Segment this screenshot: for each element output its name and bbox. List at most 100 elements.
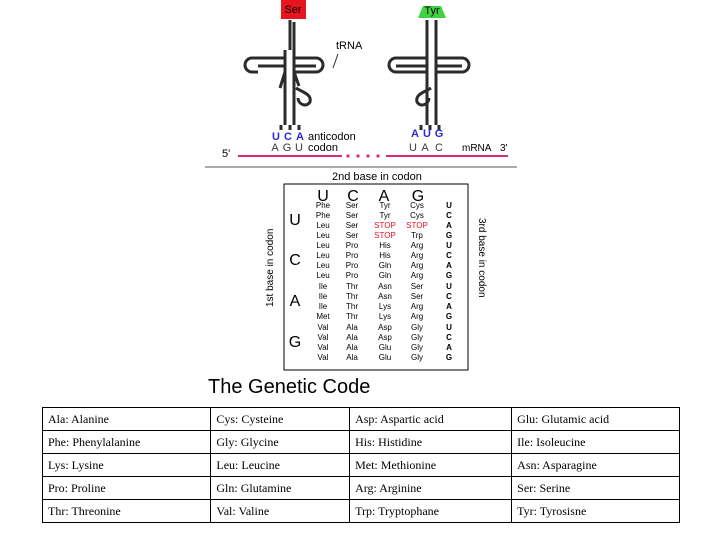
mrna-ellipsis [346,154,380,158]
amino-acid-cell: Gln [379,271,391,280]
second-base-header: U [317,188,329,205]
amino-acid-cell: Ser [346,201,359,210]
amino-acid-cell: Gly [411,343,423,352]
right-anticodon-base: A [411,128,419,140]
first-base-header: C [289,252,301,269]
glossary-cell: Phe: Phenylalanine [41,430,212,454]
first-base-header: G [289,334,301,351]
amino-acid-cell: Trp [411,231,423,240]
amino-acid-cell: Leu [316,261,329,270]
amino-acid-cell: Tyr [379,211,390,220]
glossary-cell: Ser: Serine [511,476,680,500]
amino-acid-cell: His [379,241,391,250]
stop-codon-cell: STOP [406,221,428,230]
amino-acid-cell: Arg [411,312,423,321]
glossary-cell: Gln: Glutamine [210,476,351,500]
amino-acid-cell: Tyr [379,201,390,210]
amino-acid-cell: Glu [379,343,391,352]
third-base-label: C [446,211,452,220]
amino-acid-cell: Val [318,323,329,332]
genetic-code-diagram: Ser Tyr tRNA U C A anticodon A U G A G U… [205,0,517,398]
glossary-cell: Asn: Asparagine [511,453,680,477]
amino-acid-cell: Asp [378,323,392,332]
anticodon-label: anticodon [308,131,356,143]
glossary-cell: Pro: Proline [41,476,212,500]
first-base-header: U [289,212,301,229]
second-base-header: C [347,188,359,205]
amino-acid-cell: Thr [346,302,358,311]
amino-acid-cell: Phe [316,211,331,220]
ser-amino-acid-box [281,0,306,19]
amino-acid-cell: Gly [411,333,423,342]
amino-acid-cell: Leu [316,221,329,230]
left-codon-base: A [271,142,279,154]
third-base-label: A [446,302,452,311]
glossary-cell: Val: Valine [210,499,351,523]
left-anticodon-base: A [296,131,304,143]
amino-acid-cell: Phe [316,201,331,210]
left-anticodon-base: U [272,131,280,143]
third-base-title: 3rd base in codon [476,218,487,298]
glossary-cell: Gly: Glycine [210,430,351,454]
glossary-cell: Cys: Cysteine [210,407,351,431]
amino-acid-cell: Leu [316,271,329,280]
amino-acid-cell: Pro [346,251,359,260]
tyr-amino-acid-shape [418,6,446,18]
third-base-label: G [446,231,452,240]
amino-acid-cell: Val [318,343,329,352]
amino-acid-cell: Arg [411,271,423,280]
mrna-label: mRNA [462,143,492,154]
amino-acid-cell: Leu [316,251,329,260]
third-base-label: U [446,201,452,210]
mrna-3-prime-label: 3' [500,143,508,154]
amino-acid-cell: Ala [346,353,358,362]
amino-acid-cell: Val [318,353,329,362]
trna-pointer [332,53,339,69]
amino-acid-cell: Cys [410,211,424,220]
amino-acid-cell: Ala [346,323,358,332]
codon-table-border [283,183,469,371]
second-base-header: G [412,188,424,205]
trna-label: tRNA [336,40,363,52]
amino-acid-cell: Ala [346,333,358,342]
glossary-cell: Asp: Aspartic acid [349,407,513,431]
amino-acid-cell: Lys [379,302,391,311]
right-codon-base: C [435,142,443,154]
codon-label: codon [308,142,338,154]
first-base-header: A [290,293,301,310]
stop-codon-cell: STOP [374,231,396,240]
glossary-cell: Trp: Tryptophane [349,499,513,523]
amino-acid-cell: Ile [319,302,328,311]
amino-acid-cell: Ser [346,211,359,220]
second-base-title: 2nd base in codon [332,171,422,183]
right-anticodon-base: U [423,128,431,140]
third-base-label: G [446,271,452,280]
left-anticodon-base: C [284,131,292,143]
glossary-cell: Lys: Lysine [41,453,212,477]
amino-acid-cell: Ile [319,292,328,301]
amino-acid-cell: Glu [379,353,391,362]
stop-codon-cell: STOP [374,221,396,230]
left-codon-base: G [283,142,292,154]
glossary-cell: Tyr: Tyrosisne [511,499,680,523]
amino-acid-cell: Leu [316,241,329,250]
glossary-cell: Ile: Isoleucine [511,430,680,454]
amino-acid-cell: Thr [346,282,358,291]
left-codon: A G U [271,142,303,154]
amino-acid-cell: Pro [346,261,359,270]
right-codon-base: U [409,142,417,154]
amino-acid-cell: Arg [411,302,423,311]
amino-acid-cell: Asn [378,282,392,291]
third-base-label: C [446,292,452,301]
glossary-cell: Leu: Leucine [210,453,351,477]
third-base-label: C [446,333,452,342]
right-anticodon: A U G [411,128,443,140]
amino-acid-cell: Ala [346,343,358,352]
amino-acid-cell: Gly [411,323,423,332]
amino-acid-cell: Arg [411,241,423,250]
mrna-5-prime-label: 5' [222,148,230,160]
third-base-label: G [446,312,452,321]
